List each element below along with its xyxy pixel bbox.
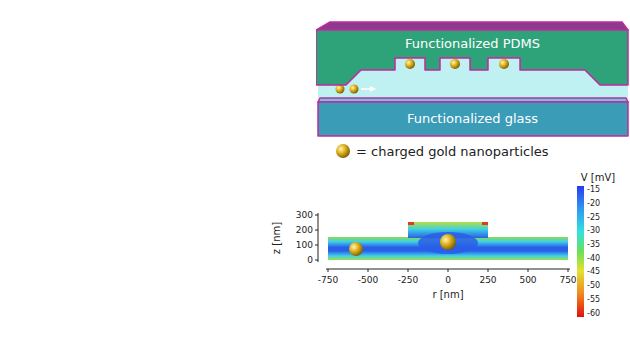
colorbar-tick: -30 [587,226,600,236]
colorbar [577,186,584,317]
tick-label: 0 [307,255,313,266]
potential-hotspot [408,222,414,225]
colorbar-title: V [mV] [581,172,615,184]
legend-sample [334,142,352,160]
axes [315,213,570,272]
tick-label: -500 [358,275,378,286]
colorbar-tick: -55 [587,295,600,305]
block-face [318,102,628,136]
axis-title: r [nm] [432,289,463,301]
pdms-block-outline [316,20,629,88]
pdms-block: Functionalized PDMS [316,20,629,88]
tick-label: 300 [296,210,313,221]
legend-text: = charged gold nanoparticles [356,144,549,159]
tick-label: 0 [445,275,451,286]
colorbar-tick: -40 [587,254,600,264]
gold-nanoparticle [336,85,345,94]
axis-title: z [nm] [271,222,283,254]
colorbar-tick: -60 [587,309,600,319]
gold-nanoparticle [336,144,350,158]
gold-nanoparticle [349,242,363,256]
gold-nanoparticle [405,59,415,69]
tick-label: 200 [296,225,313,236]
tick-label: 500 [519,275,536,286]
gold-nanoparticle [499,59,509,69]
gold-nanoparticle [350,85,359,94]
tick-label: 100 [296,240,313,251]
colorbar-tick: -20 [587,199,600,209]
block-label: Functionalized glass [407,111,538,127]
gold-nanoparticle [440,234,456,250]
colorbar-tick: -35 [587,240,600,250]
potential-map [418,232,478,254]
colorbar-tick: -45 [587,267,600,277]
block-face [316,22,628,30]
legend-entry: = charged gold nanoparticles [334,142,549,160]
gold-nanoparticle [450,59,460,69]
tick-label: 250 [479,275,496,286]
tick-label: -250 [398,275,418,286]
glass-block: Functionalized glass [316,96,629,138]
tick-label: -750 [318,275,338,286]
block-label: Functionalized PDMS [405,36,540,52]
colorbar-tick: -25 [587,213,600,223]
block-face [316,30,628,85]
colorbar-tick: -15 [587,185,600,195]
tick-label: 750 [559,275,576,286]
flow-arrowhead [370,86,376,92]
colorbar-tick: -50 [587,281,600,291]
potential-hotspot [482,222,488,225]
